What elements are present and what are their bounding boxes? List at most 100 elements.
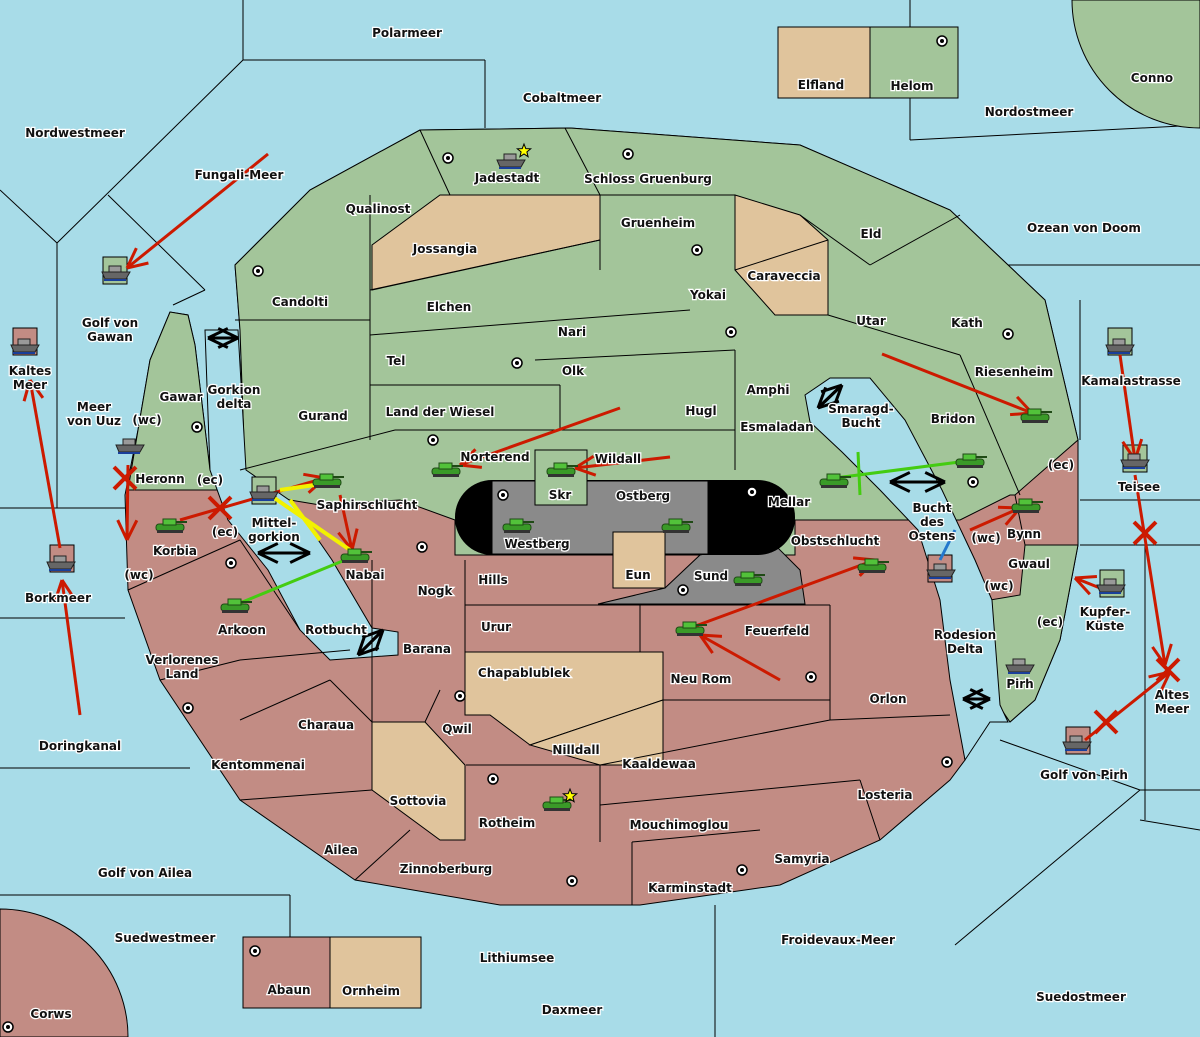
region-label: Nordostmeer bbox=[985, 105, 1074, 119]
region-label: Olk bbox=[562, 364, 585, 378]
army-turret bbox=[227, 598, 242, 606]
region-label-line: Verlorenes bbox=[146, 653, 219, 667]
move-order-arrow bbox=[126, 152, 269, 270]
army-tracks bbox=[735, 583, 761, 586]
move-order-arrow-head bbox=[60, 579, 76, 600]
region-label: Gruenheim bbox=[621, 216, 695, 230]
fleet-icon bbox=[1105, 338, 1135, 354]
region-border bbox=[534, 349, 736, 361]
supply-center-icon bbox=[967, 476, 979, 488]
army-icon bbox=[661, 518, 693, 533]
region-label: Land der Wiesel bbox=[386, 405, 495, 419]
region-label: (ec) bbox=[1048, 458, 1074, 472]
supply-center-icon bbox=[454, 690, 466, 702]
move-order-arrow-head bbox=[22, 379, 32, 402]
supply-center-dot bbox=[971, 480, 975, 484]
supply-center-icon bbox=[191, 421, 203, 433]
connection-arrow-head bbox=[969, 697, 991, 710]
fleet-icon bbox=[101, 265, 131, 281]
region-label: Norterend bbox=[460, 450, 529, 464]
connection-arrow-head bbox=[962, 688, 984, 701]
connection-arrow-head bbox=[817, 399, 840, 410]
connection-arrow bbox=[816, 383, 844, 410]
army-turret bbox=[1018, 498, 1033, 506]
region-border bbox=[829, 714, 951, 721]
region-border bbox=[424, 689, 441, 723]
region-label: Suedostmeer bbox=[1036, 990, 1126, 1004]
region-label-line: Korbia bbox=[153, 544, 197, 558]
region-label: Qualinost bbox=[346, 202, 411, 216]
move-order-arrow bbox=[689, 558, 876, 630]
region-label: Gurand bbox=[298, 409, 348, 423]
region-label-line: Kaltes bbox=[9, 364, 52, 378]
region-label-line: Tel bbox=[387, 354, 406, 368]
sea-bucht-des-ostens bbox=[804, 377, 1009, 762]
supply-center-icon bbox=[497, 489, 509, 501]
region-border bbox=[734, 239, 829, 271]
army-turret bbox=[319, 473, 334, 481]
region-label: Mellar bbox=[768, 495, 810, 509]
region-label: Kupfer-Küste bbox=[1080, 605, 1130, 633]
army-icon bbox=[155, 518, 187, 533]
region-label-line: Bridon bbox=[931, 412, 976, 426]
sea-border bbox=[172, 289, 206, 306]
region-label-line: Kaaldewaa bbox=[622, 757, 696, 771]
move-order-arrow-head bbox=[574, 454, 595, 470]
move-order-arrow bbox=[699, 633, 781, 682]
region-label-line: Rotheim bbox=[479, 816, 536, 830]
army-tracks bbox=[957, 465, 983, 468]
region-label-line: Arkoon bbox=[218, 623, 266, 637]
region-label: Westberg bbox=[504, 537, 569, 551]
region-label-line: Orlon bbox=[869, 692, 906, 706]
failed-order-x-icon bbox=[207, 495, 233, 521]
fleet-cabin bbox=[122, 438, 136, 446]
move-order-arrow bbox=[60, 579, 82, 716]
region-label-line: Bynn bbox=[1007, 527, 1041, 541]
army-tracks bbox=[821, 485, 847, 488]
region-label: Esmaladan bbox=[740, 420, 813, 434]
region-label: Suedwestmeer bbox=[115, 931, 216, 945]
supply-center-dot bbox=[740, 868, 744, 872]
region-label-line: (ec) bbox=[197, 473, 223, 487]
supply-center-dot bbox=[491, 777, 495, 781]
region-label-line: Hills bbox=[478, 573, 508, 587]
region-label-line: Jossangia bbox=[412, 242, 477, 256]
region-label-line: Ornheim bbox=[342, 984, 400, 998]
supply-centers bbox=[2, 35, 1014, 1033]
region-border bbox=[599, 779, 861, 806]
army-icon bbox=[857, 558, 889, 573]
army-tracks bbox=[157, 530, 183, 533]
region-conno bbox=[1071, 0, 1200, 129]
supply-center-dot bbox=[695, 248, 699, 252]
fleet-hull bbox=[10, 344, 40, 353]
region-border bbox=[239, 429, 396, 471]
supply-center-icon bbox=[511, 357, 523, 369]
sea-border bbox=[1139, 819, 1200, 831]
region-label-line: Gawar bbox=[159, 390, 202, 404]
region-label-line: Ailea bbox=[324, 843, 358, 857]
region-label: Samyria bbox=[774, 852, 829, 866]
region-label: (wc) bbox=[132, 413, 161, 427]
fleet-cabin bbox=[1127, 453, 1141, 461]
region-label-line: Charaua bbox=[298, 718, 354, 732]
region-label-line: Gurand bbox=[298, 409, 348, 423]
region-label-line: Gawan bbox=[87, 330, 133, 344]
region-label: Caraveccia bbox=[747, 269, 820, 283]
army-icon bbox=[546, 462, 578, 477]
sea-border bbox=[909, 124, 1200, 141]
supply-center-icon bbox=[225, 557, 237, 569]
move-order-arrow-head bbox=[126, 261, 149, 270]
region-label: (ec) bbox=[212, 525, 238, 539]
region-label: Nordwestmeer bbox=[25, 126, 125, 140]
region-label-line: Golf von bbox=[82, 316, 138, 330]
region-label: Skr bbox=[549, 488, 572, 502]
region-label-line: Bucht bbox=[912, 501, 951, 515]
region-label-line: Westberg bbox=[504, 537, 569, 551]
region-label-line: Nabai bbox=[346, 568, 385, 582]
region-label: Jossangia bbox=[412, 242, 477, 256]
move-order-arrow-head bbox=[125, 247, 138, 269]
supply-center-icon bbox=[427, 434, 439, 446]
connection-arrow bbox=[356, 628, 385, 657]
region-label-line: Mouchimoglou bbox=[630, 818, 729, 832]
